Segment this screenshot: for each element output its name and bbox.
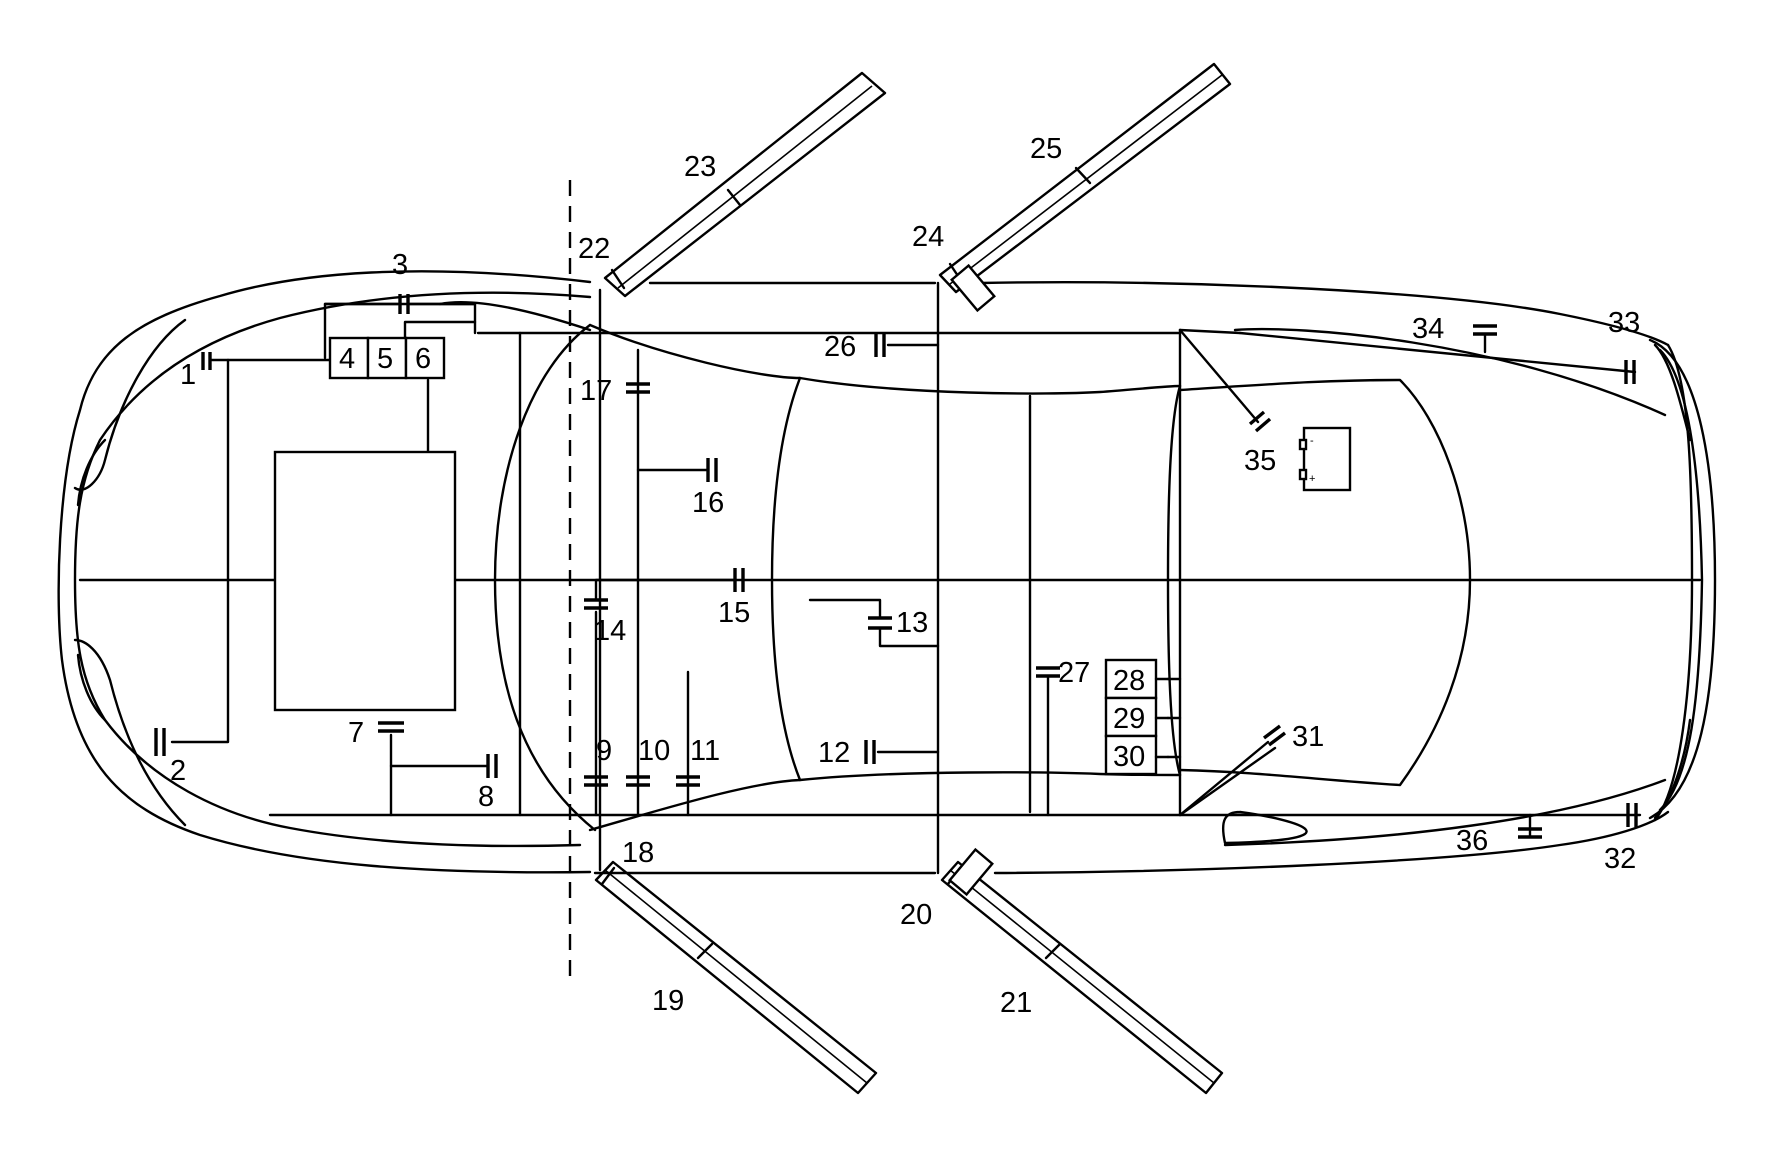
harness-lines bbox=[78, 180, 1702, 985]
engine-module-box bbox=[273, 450, 457, 712]
rear-right-door-harness bbox=[940, 847, 1224, 1095]
connector-16-symbol bbox=[706, 458, 718, 482]
callout-34: 34 bbox=[1412, 313, 1444, 345]
battery-icon: - + bbox=[1298, 426, 1352, 492]
connector-34-symbol bbox=[1473, 324, 1497, 336]
callout-labels: 1 2 3 4 5 6 7 8 9 10 11 12 13 14 15 16 1… bbox=[170, 133, 1640, 1019]
callout-12: 12 bbox=[818, 737, 850, 769]
connector-1-symbol bbox=[201, 352, 212, 370]
callout-17: 17 bbox=[580, 375, 612, 407]
battery-positive-symbol: + bbox=[1309, 473, 1315, 485]
connector-31-symbol bbox=[1262, 724, 1287, 747]
connector-14-symbol bbox=[584, 598, 608, 610]
connector-2-symbol bbox=[154, 728, 166, 756]
callout-32: 32 bbox=[1604, 843, 1636, 875]
callout-14: 14 bbox=[594, 615, 626, 647]
callout-10: 10 bbox=[638, 735, 670, 767]
connector-9-symbol bbox=[584, 775, 608, 787]
connector-8-symbol bbox=[486, 754, 498, 778]
callout-13: 13 bbox=[896, 607, 928, 639]
callout-18: 18 bbox=[622, 837, 654, 869]
connector-12-symbol bbox=[864, 740, 876, 764]
callout-2: 2 bbox=[170, 755, 186, 787]
callout-19: 19 bbox=[652, 985, 684, 1017]
callout-11: 11 bbox=[690, 735, 720, 767]
connector-27-symbol bbox=[1036, 666, 1060, 678]
connector-7-symbol bbox=[378, 721, 404, 733]
callout-1: 1 bbox=[180, 359, 196, 391]
callout-7: 7 bbox=[348, 717, 364, 749]
connector-17-symbol bbox=[626, 382, 650, 394]
callout-21: 21 bbox=[1000, 987, 1032, 1019]
connector-13-symbol bbox=[868, 616, 892, 630]
connector-15-symbol bbox=[733, 568, 745, 592]
callout-4: 4 bbox=[339, 343, 355, 375]
connector-26-symbol bbox=[874, 333, 886, 357]
callout-8: 8 bbox=[478, 781, 494, 813]
callout-27: 27 bbox=[1058, 657, 1090, 689]
rear-left-door-harness bbox=[938, 62, 1232, 313]
callout-16: 16 bbox=[692, 487, 724, 519]
front-connector-block bbox=[328, 336, 446, 380]
front-right-door-harness bbox=[594, 860, 878, 1095]
car-body-outline bbox=[57, 270, 1717, 875]
callout-9: 9 bbox=[596, 735, 612, 767]
callout-22: 22 bbox=[578, 233, 610, 265]
battery-negative-symbol: - bbox=[1310, 435, 1314, 447]
callout-30: 30 bbox=[1113, 741, 1145, 773]
callout-31: 31 bbox=[1292, 721, 1324, 753]
callout-24: 24 bbox=[912, 221, 944, 253]
connector-36-symbol bbox=[1518, 827, 1542, 839]
callout-28: 28 bbox=[1113, 665, 1145, 697]
connector-11-symbol bbox=[676, 775, 700, 787]
rear-connector-block bbox=[1104, 658, 1170, 776]
connector-3-symbol bbox=[398, 294, 410, 314]
connector-10-symbol bbox=[626, 775, 650, 787]
callout-29: 29 bbox=[1113, 703, 1145, 735]
callout-35: 35 bbox=[1244, 445, 1276, 477]
connector-35-symbol bbox=[1248, 410, 1272, 433]
callout-6: 6 bbox=[415, 343, 431, 375]
callout-33: 33 bbox=[1608, 307, 1640, 339]
connector-33-symbol bbox=[1624, 360, 1636, 384]
callout-26: 26 bbox=[824, 331, 856, 363]
callout-36: 36 bbox=[1456, 825, 1488, 857]
callout-23: 23 bbox=[684, 151, 716, 183]
connector-symbols bbox=[154, 294, 1638, 839]
callout-15: 15 bbox=[718, 597, 750, 629]
callout-3: 3 bbox=[392, 249, 408, 281]
callout-25: 25 bbox=[1030, 133, 1062, 165]
callout-5: 5 bbox=[377, 343, 393, 375]
front-left-door-harness bbox=[603, 71, 887, 298]
callout-20: 20 bbox=[900, 899, 932, 931]
connector-32-symbol bbox=[1626, 803, 1638, 827]
